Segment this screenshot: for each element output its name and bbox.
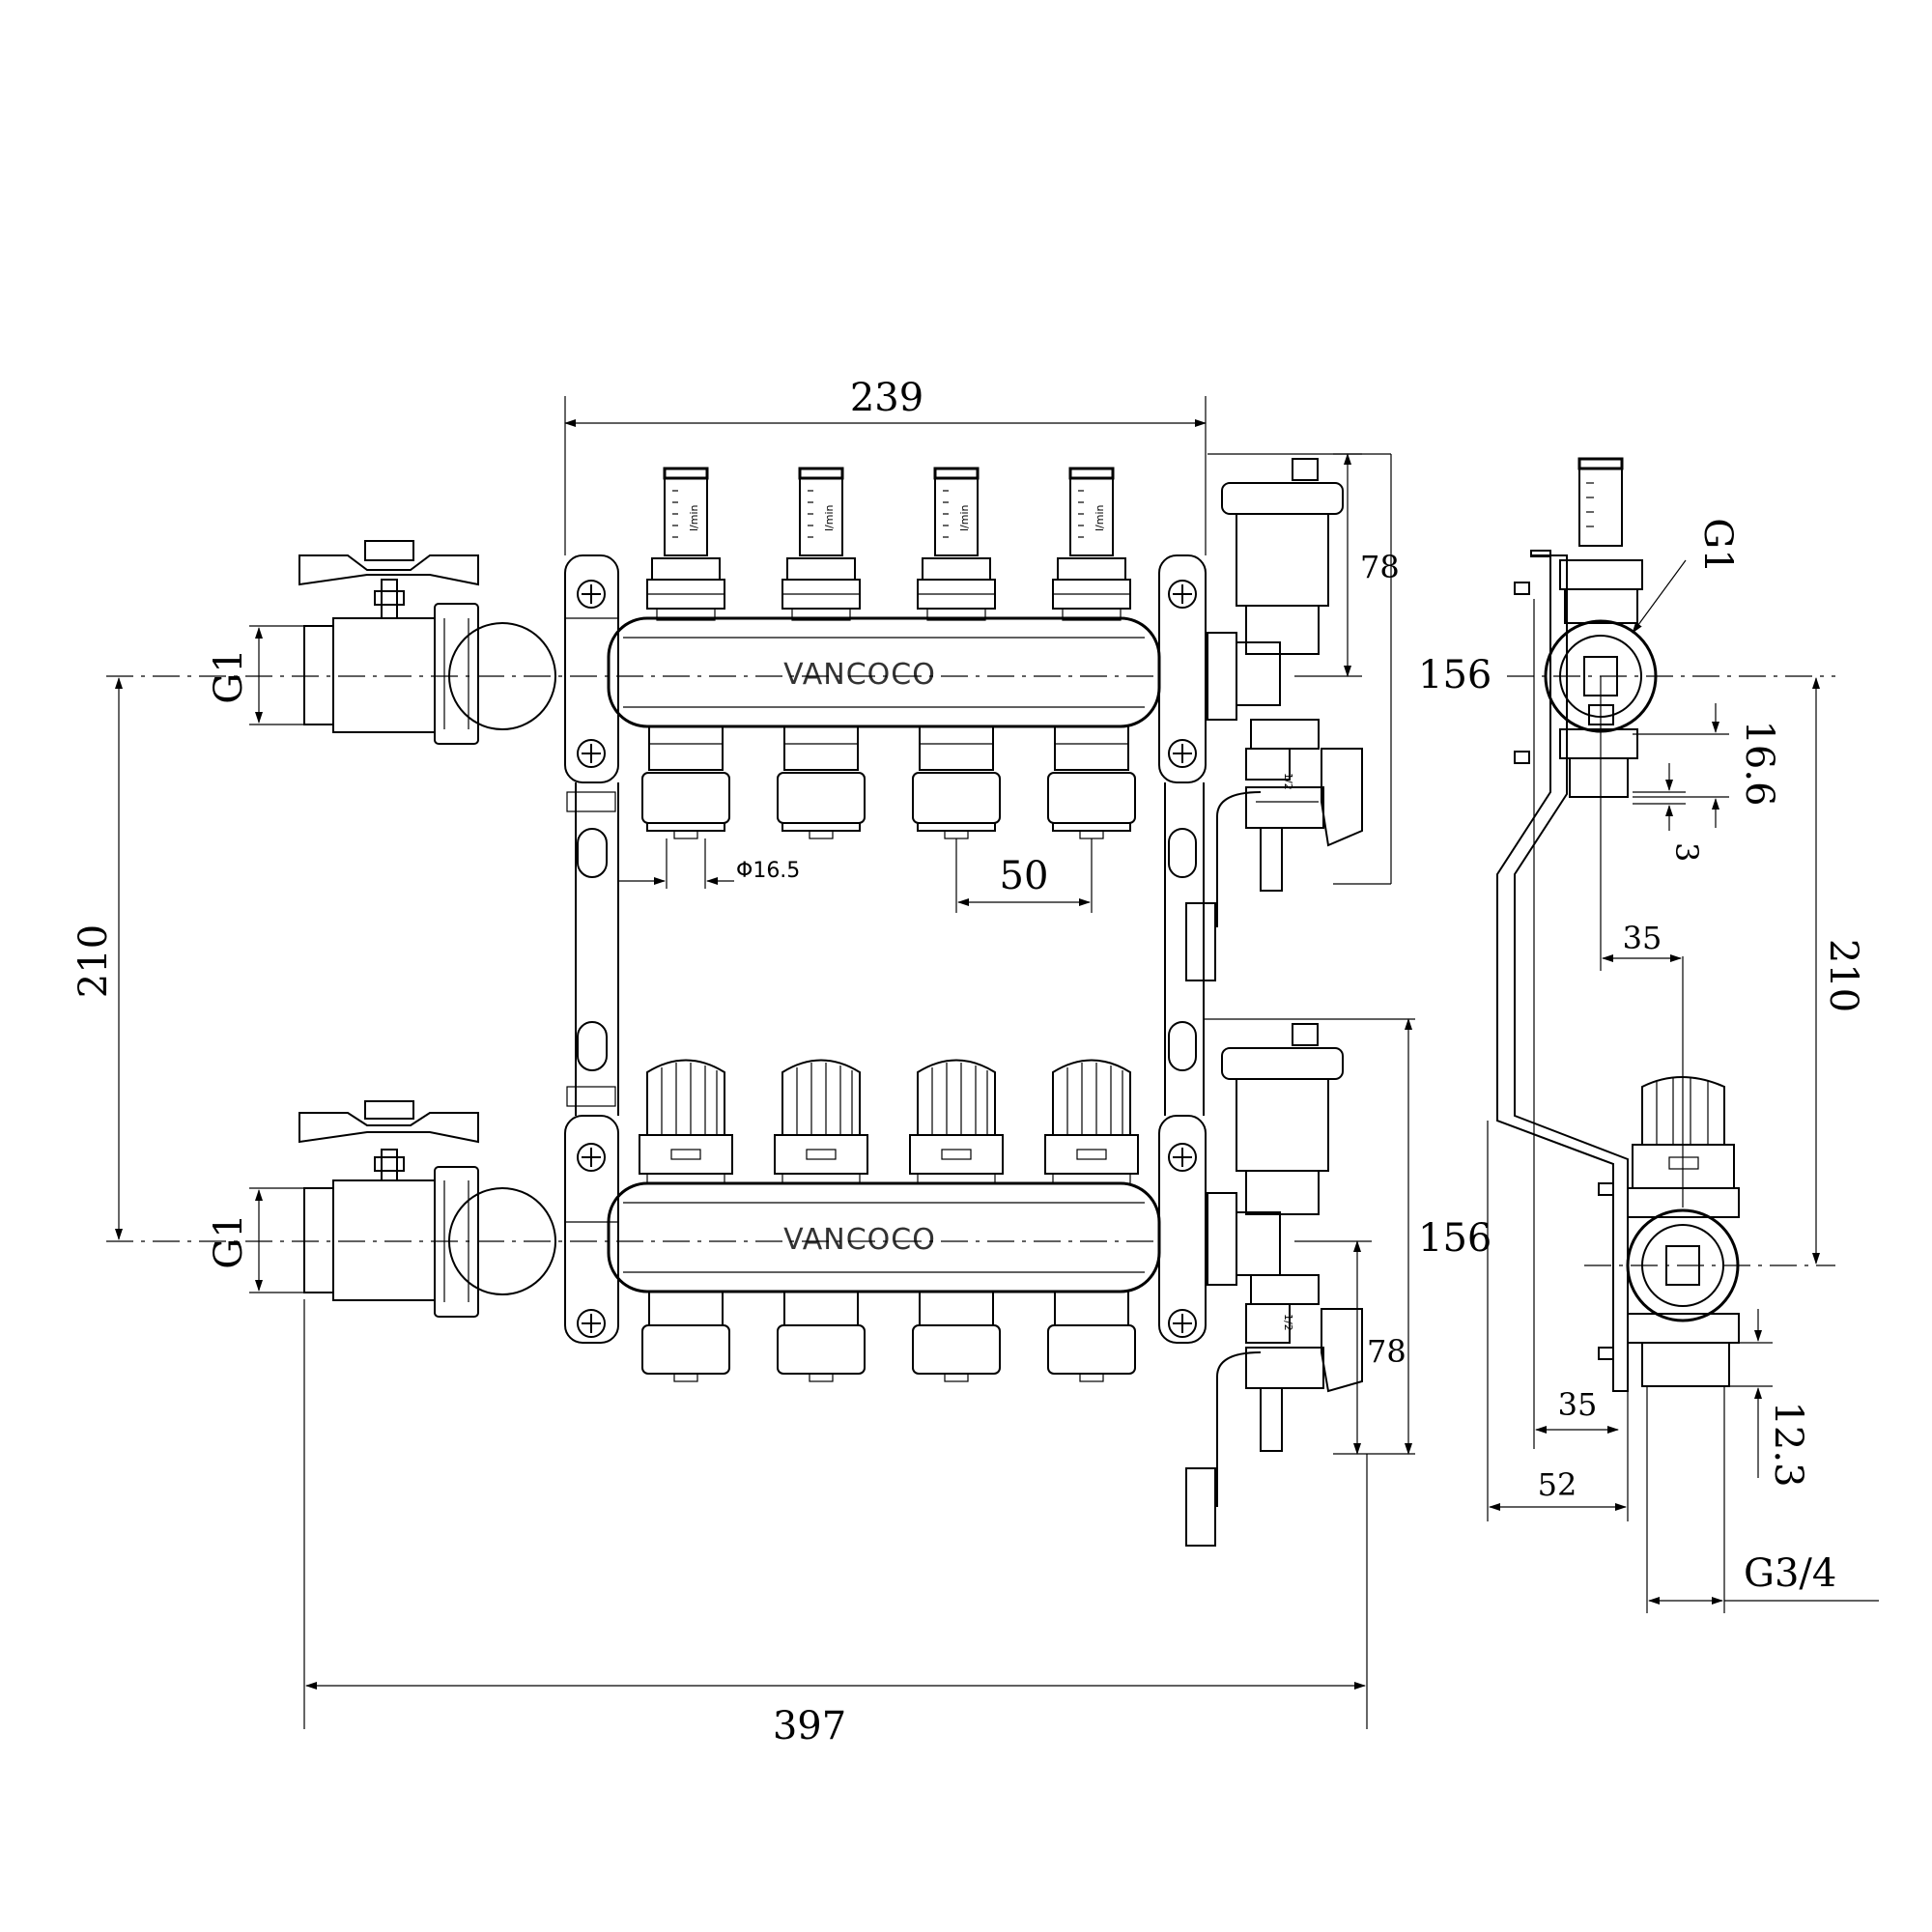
flowmeter-unit: l/min	[958, 504, 971, 531]
screw-icon	[577, 1309, 606, 1338]
dimension-50: 50	[955, 838, 1093, 913]
screw-icon	[1168, 1143, 1197, 1172]
dim-239-label: 239	[850, 376, 923, 420]
upper-outlets	[641, 725, 1136, 839]
centerlines	[106, 675, 1835, 1266]
screw-icon	[1168, 1309, 1197, 1338]
drain-size: 1/2	[1282, 1314, 1294, 1331]
drain-handle	[1321, 748, 1363, 847]
side-dim-35-bottom: 35	[1533, 599, 1619, 1449]
dim-78-bottom-label: 78	[1367, 1333, 1406, 1370]
valve-cap	[639, 1059, 733, 1184]
side-dim-52: 52	[1487, 1121, 1629, 1521]
outlet-fitting	[641, 725, 730, 839]
bracket-screws	[577, 580, 1197, 1338]
outlet-fitting	[912, 725, 1001, 839]
side-dim-16-6-label: 16.6	[1737, 720, 1781, 806]
dim-210-label: 210	[71, 924, 116, 998]
dimension-397: 397	[303, 1299, 1368, 1748]
side-dim-3-label: 3	[1668, 842, 1705, 862]
side-dim-210-label: 210	[1821, 939, 1865, 1012]
dim-78-top-label: 78	[1360, 549, 1400, 585]
upper-ball-valve	[298, 540, 556, 745]
valve-cap	[909, 1059, 1004, 1184]
brand-label: VANCOCO	[783, 1223, 936, 1257]
left-mounting-bracket	[564, 554, 619, 1344]
side-dim-210: 210	[1812, 677, 1865, 1264]
dim-g1-top-label: G1	[207, 648, 251, 703]
lower-air-vent: 1/2	[1185, 1023, 1363, 1547]
flowmeter-unit: l/min	[1094, 504, 1106, 531]
outlet-fitting	[1047, 1291, 1136, 1382]
dim-397-label: 397	[773, 1704, 846, 1748]
flowmeter: l/min	[646, 467, 725, 621]
side-dim-16-6: 16.6	[1633, 703, 1781, 828]
upper-manifold: VANCOCO	[607, 616, 1161, 728]
dimension-78-top: 78	[1208, 453, 1400, 677]
side-dim-35-top: 35	[1600, 676, 1684, 1208]
lower-ball-valve	[298, 1100, 556, 1318]
valve-cap	[1044, 1059, 1139, 1184]
screw-icon	[1168, 739, 1197, 768]
side-dim-12-3: 12.3	[1729, 1309, 1810, 1488]
screw-icon	[1168, 580, 1197, 609]
dim-50-label: 50	[1000, 854, 1049, 898]
side-view	[1496, 457, 1740, 1392]
dimension-phi16-5: Φ16.5	[618, 838, 800, 889]
drain-knob	[1185, 1467, 1216, 1547]
screw-icon	[577, 580, 606, 609]
drain-size: 1/2	[1282, 773, 1294, 790]
flowmeter-unit: l/min	[688, 504, 700, 531]
outlet-fitting	[641, 1291, 730, 1382]
upper-air-vent: 1/2	[1185, 458, 1363, 981]
drain-handle	[1321, 1308, 1363, 1393]
brand-label: VANCOCO	[783, 658, 936, 692]
outlet-fitting	[912, 1291, 1001, 1382]
side-dim-52-label: 52	[1538, 1466, 1577, 1503]
dimension-210: 210	[71, 677, 123, 1240]
valve-caps	[639, 1059, 1139, 1184]
lower-manifold: VANCOCO	[607, 1181, 1161, 1293]
dimension-g1-top: G1	[207, 625, 304, 725]
dimension-156-bottom: 156	[1203, 1018, 1492, 1455]
flowmeter-unit: l/min	[823, 504, 836, 531]
screw-icon	[577, 739, 606, 768]
outlet-fitting	[1047, 725, 1136, 839]
valve-cap	[774, 1059, 868, 1184]
drain-knob	[1185, 902, 1216, 981]
outlet-fitting	[777, 725, 866, 839]
flowmeters: l/min l/min l/min	[646, 467, 1131, 621]
side-dim-12-3-label: 12.3	[1766, 1401, 1810, 1487]
right-mounting-bracket	[1158, 554, 1207, 1344]
dimension-156-top: 156	[1333, 453, 1492, 885]
side-dim-g3-4-label: G3/4	[1744, 1551, 1836, 1596]
dim-156-bottom-label: 156	[1418, 1216, 1492, 1261]
dimension-g1-bottom: G1	[207, 1187, 304, 1293]
dimension-239: 239	[564, 376, 1207, 555]
side-dim-g1: G1	[1632, 518, 1740, 634]
outlet-fitting	[777, 1291, 866, 1382]
dim-g1-bottom-label: G1	[207, 1213, 251, 1268]
screw-icon	[577, 1143, 606, 1172]
dim-phi-label: Φ16.5	[736, 859, 800, 883]
side-dim-35-bottom-label: 35	[1558, 1386, 1598, 1423]
flowmeter: l/min	[781, 467, 861, 621]
lower-outlets	[641, 1291, 1136, 1382]
dimension-78-bottom: 78	[1294, 1240, 1406, 1455]
flowmeter: l/min	[1052, 467, 1131, 621]
flowmeter: l/min	[917, 467, 996, 621]
side-dim-g3-4: G3/4	[1646, 1386, 1879, 1613]
side-dim-35-top-label: 35	[1623, 920, 1662, 956]
side-dim-3: 3	[1633, 763, 1705, 862]
dim-156-top-label: 156	[1418, 653, 1492, 697]
side-dim-g1-label: G1	[1695, 518, 1740, 573]
